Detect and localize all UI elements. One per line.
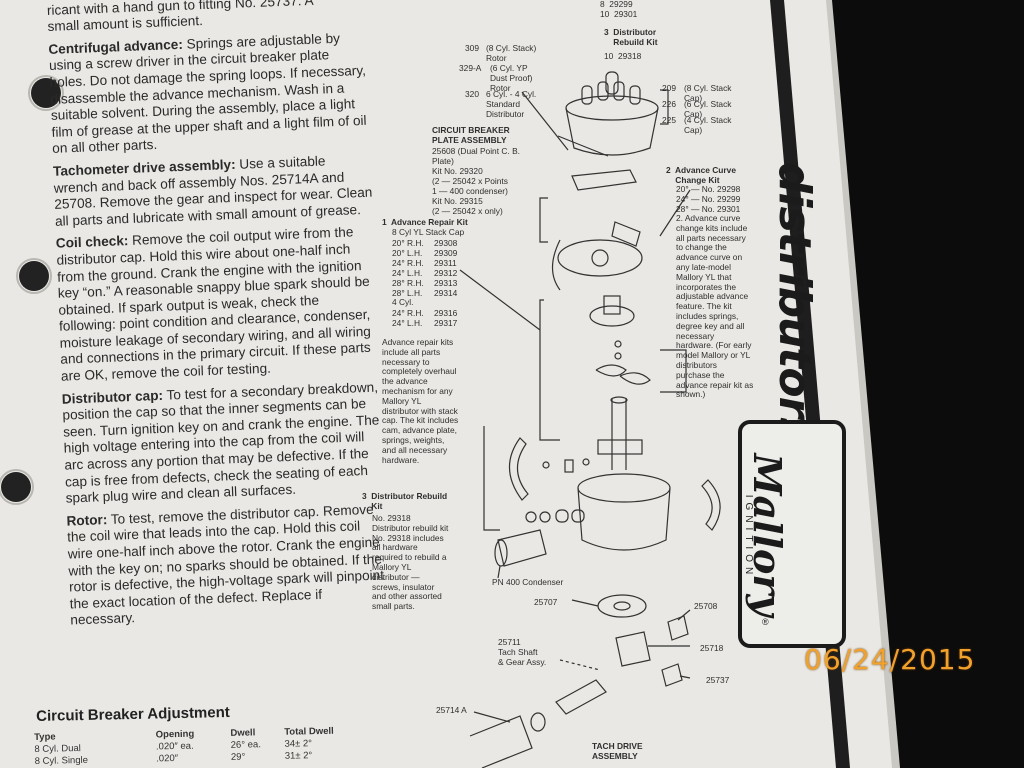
list-item: 20° R.H. 29308 — [392, 238, 457, 248]
mallory-logo — [738, 420, 846, 648]
advance-repair-kit-subtitle: 4 Cyl. — [392, 297, 414, 307]
list-cell: 24° R.H. — [392, 308, 424, 318]
advance-plate — [589, 305, 635, 327]
distributor-cap — [565, 95, 659, 121]
part-number: 225 — [662, 115, 676, 125]
list-cell: 24° L.H. — [392, 318, 423, 328]
part-number: 309 — [465, 43, 479, 53]
rotor — [571, 169, 637, 191]
section-title: distributors — [769, 162, 820, 443]
part-desc: (8 Cyl. Stack) Rotor — [486, 43, 537, 63]
binder-hole — [19, 261, 49, 291]
list-item: 25608 (Dual Point C. B. — [432, 146, 520, 156]
advance-repair-kit-subtitle: 8 Cyl YL Stack Cap — [392, 227, 465, 237]
list-cell: 29311 — [434, 258, 457, 268]
part-number: 25737 — [706, 675, 730, 685]
list-cell: 28° R.H. — [392, 278, 424, 288]
list-cell: 28° L.H. — [392, 288, 423, 298]
list-cell: 29317 — [434, 318, 458, 328]
list-item: 20° L.H. 29309 — [392, 248, 457, 258]
part-desc: (8 Cyl. Stack Cap) — [684, 83, 732, 103]
tach-gear — [615, 631, 651, 667]
cap-clip — [701, 479, 721, 531]
list-item: 28° R.H. 29313 — [392, 278, 457, 288]
list-cell: 29309 — [434, 248, 458, 258]
list-item: Kit No. 29320 — [432, 166, 483, 176]
list-cell: 24° L.H. — [392, 268, 423, 278]
binder-hole — [31, 78, 61, 108]
breaker-plate — [557, 239, 643, 277]
list-item: 24° R.H. 29311 — [392, 258, 457, 268]
tach-housing — [469, 715, 533, 768]
list-item: 24° — No. 29299 — [676, 194, 741, 204]
list-item: 24° L.H. 29317 — [392, 318, 457, 328]
part-desc: (6 Cyl. YP Dust Proof) Rotor — [490, 63, 533, 93]
list-cell: 29308 — [434, 238, 458, 248]
list-cell: 24° R.H. — [392, 258, 424, 268]
part-number: 329-A — [459, 63, 482, 73]
part-desc: 6 Cyl. - 4 Cyl. Standard Distributor — [486, 89, 537, 119]
list-cell: 29314 — [434, 288, 458, 298]
grease-fitting — [661, 663, 683, 687]
tach-shaft-label: 25711 Tach Shaft & Gear Assy. — [498, 637, 547, 667]
advance-weight — [595, 364, 627, 377]
list-item: 28° — No. 29301 — [676, 204, 741, 214]
advance-repair-kit-list: 24° R.H. 29316 24° L.H. 29317 — [392, 308, 457, 328]
kit-line: 10 29301 — [600, 9, 638, 19]
list-item: (2 — 25042 x Points — [432, 176, 508, 186]
distributor-housing — [577, 473, 671, 503]
logo-subtitle: IGNITION — [743, 494, 754, 580]
list-item: 20° — No. 29298 — [676, 184, 741, 194]
list-cell: 29313 — [434, 278, 458, 288]
condenser — [497, 529, 547, 567]
list-item: Plate) — [432, 156, 454, 166]
part-number: 25707 — [534, 597, 558, 607]
list-cell: 29312 — [434, 268, 458, 278]
circuit-breaker-plate-title: CIRCUIT BREAKER PLATE ASSEMBLY — [432, 125, 510, 145]
rebuild-kit-title: 3 Distributor Rebuild Kit — [362, 491, 448, 511]
list-cell: 29316 — [434, 308, 458, 318]
date-stamp: 06/24/2015 — [804, 643, 976, 676]
tach-shaft — [555, 679, 607, 715]
list-cell: 20° L.H. — [392, 248, 423, 258]
rebuild-kit-note: No. 29318 Distributor rebuild kit No. 29… — [372, 513, 449, 612]
part-number: 320 — [465, 89, 479, 99]
registered-mark: ® — [762, 617, 769, 627]
rebuild-kit-top-title: 3 Distributor Rebuild Kit — [604, 27, 658, 47]
tach-bearing — [597, 594, 647, 618]
part-number: 25708 — [694, 601, 718, 611]
list-item: 24° L.H. 29312 — [392, 268, 457, 278]
condenser-label: PN 400 Condenser — [492, 577, 564, 587]
advance-weight — [619, 372, 651, 385]
cap-clip — [508, 437, 529, 501]
kit-line: 8 29299 — [600, 0, 633, 9]
list-item: 1 — 400 condenser) — [432, 186, 508, 196]
tach-fitting — [667, 615, 689, 641]
advance-repair-kit-title: 1 Advance Repair Kit — [382, 217, 468, 227]
list-cell: 20° R.H. — [392, 238, 424, 248]
rebuild-kit-top-number: 10 29318 — [604, 51, 642, 61]
list-item: (2 — 25042 x only) — [432, 206, 503, 216]
advance-curve-kit-title: 2 Advance Curve Change Kit — [666, 165, 736, 185]
list-item: 24° R.H. 29316 — [392, 308, 457, 318]
part-desc: (6 Cyl. Stack Cap) — [684, 99, 732, 119]
binder-hole — [1, 472, 31, 502]
circuit-breaker-plate-list: 25608 (Dual Point C. B.Plate)Kit No. 293… — [432, 146, 520, 216]
tach-drive-label: TACH DRIVE ASSEMBLY — [592, 741, 643, 761]
part-desc: (4 Cyl. Stack Cap) — [684, 115, 732, 135]
list-item: 28° L.H. 29314 — [392, 288, 457, 298]
part-number: 25714 A — [436, 705, 467, 715]
list-item: Kit No. 29315 — [432, 196, 483, 206]
advance-curve-kit-note: 2. Advance curve change kits include all… — [676, 213, 754, 400]
part-number: 25718 — [700, 643, 724, 653]
part-number: 226 — [662, 99, 676, 109]
advance-repair-kit-note: Advance repair kits include all parts ne… — [382, 337, 459, 465]
part-number: 209 — [662, 83, 676, 93]
